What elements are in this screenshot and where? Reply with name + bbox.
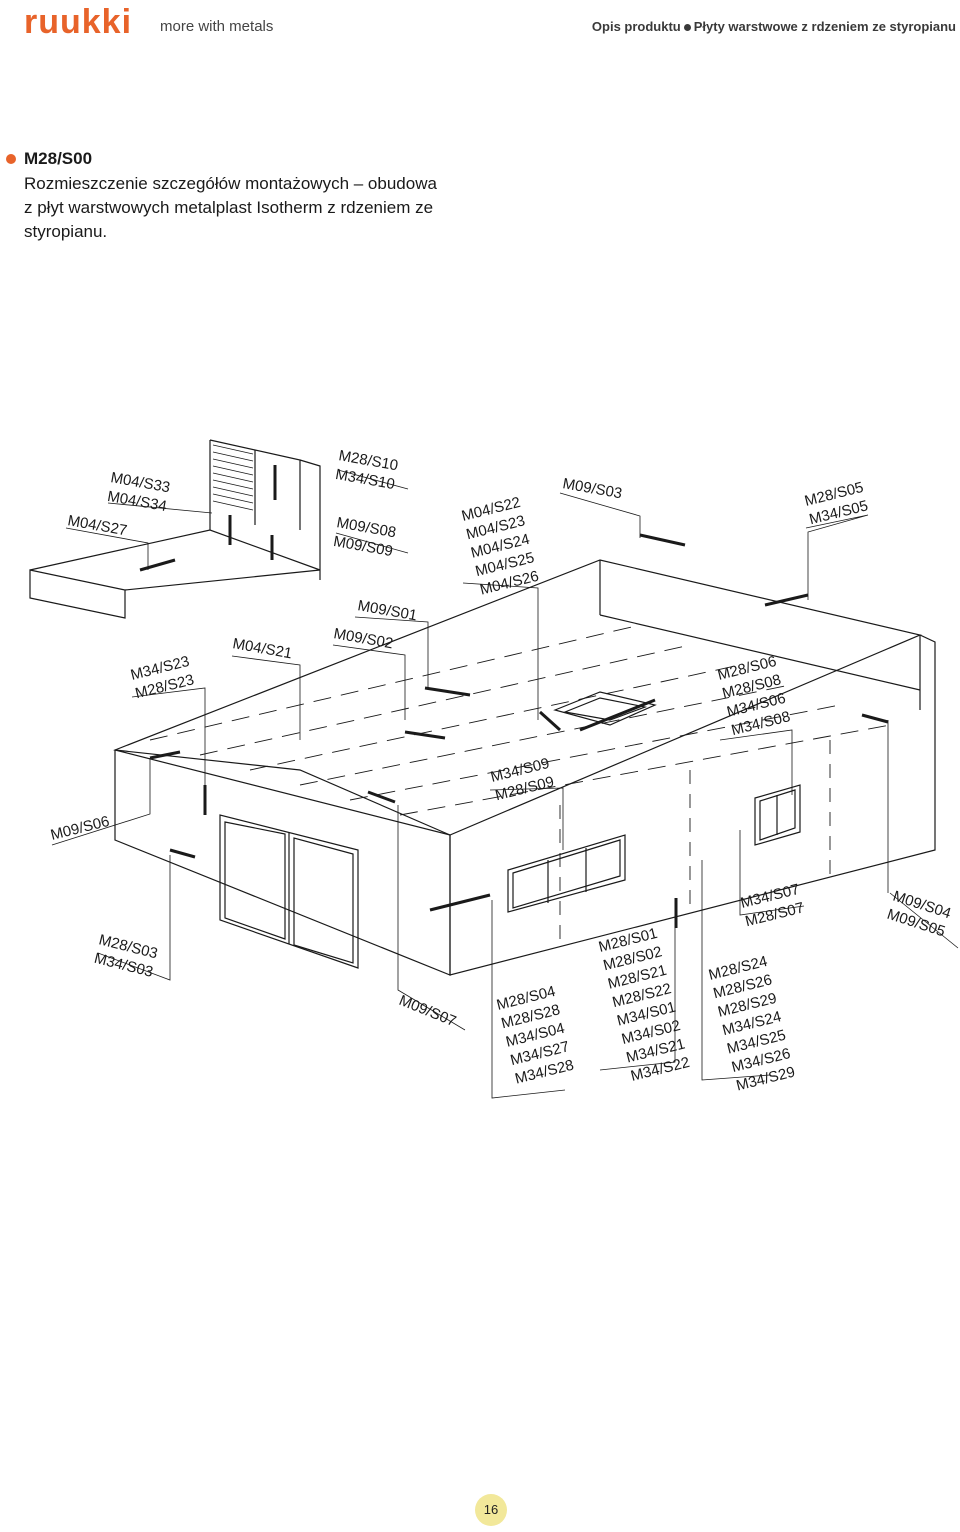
ruukki-logo: ruukki xyxy=(24,3,133,41)
label-m34-s07: M34/S07M28/S07 xyxy=(739,881,806,930)
label-m28-s01: M28/S01M28/S02M28/S21M28/S22M34/S01M34/S… xyxy=(597,925,692,1085)
label-m09-s08: M09/S08M09/S09 xyxy=(332,514,397,560)
section-description: Rozmieszczenie szczegółów montażowych – … xyxy=(24,172,484,244)
label-m34-s09: M34/S09M28/S09 xyxy=(489,755,556,804)
label-m28-s10: M28/S10M34/S10 xyxy=(334,447,399,493)
building-assembly-drawing: M04/S33M04/S34 M04/S27 M28/S10M34/S10 M0… xyxy=(29,439,959,1099)
tagline: more with metals xyxy=(160,18,274,35)
label-m28-s05: M28/S05M34/S05 xyxy=(803,479,870,528)
description-line: z płyt warstwowych metalplast Isotherm z… xyxy=(24,198,434,217)
label-m04-s22: M04/S22M04/S23M04/S24M04/S25M04/S26 xyxy=(460,494,541,599)
section-intro: M28/S00 Rozmieszczenie szczegółów montaż… xyxy=(6,148,484,244)
label-m28-s06: M28/S06M28/S08M34/S06M34/S08 xyxy=(716,653,792,739)
label-m28-s03: M28/S03M34/S03 xyxy=(92,931,159,980)
label-m04-s21: M04/S21 xyxy=(231,635,293,662)
header-breadcrumb: Opis produktu Płyty warstwowe z rdzeniem … xyxy=(592,19,956,34)
label-m09-s02: M09/S02 xyxy=(332,625,394,652)
label-m09-s01: M09/S01 xyxy=(356,597,418,624)
label-m34-s23: M34/S23M28/S23 xyxy=(129,653,196,702)
label-m09-s07: M09/S07 xyxy=(397,992,459,1030)
leader-lines xyxy=(51,469,959,1099)
breadcrumb-right: Płyty warstwowe z rdzeniem ze styropianu xyxy=(693,19,956,34)
page-header: ruukki more with metals Opis produktu Pły… xyxy=(0,0,960,50)
page-number: 16 xyxy=(475,1494,507,1526)
label-m04-s27: M04/S27 xyxy=(66,512,128,539)
detail-labels: M04/S33M04/S34 M04/S27 M28/S10M34/S10 M0… xyxy=(49,447,953,1094)
label-m09-s06: M09/S06 xyxy=(49,813,111,844)
detail-markers xyxy=(139,465,889,928)
label-m09-s03: M09/S03 xyxy=(561,475,623,502)
description-line: Rozmieszczenie szczegółów montażowych – … xyxy=(24,174,437,193)
description-line: styropianu. xyxy=(24,222,108,241)
section-code: M28/S00 xyxy=(24,149,93,168)
label-m09-s04: M09/S04M09/S05 xyxy=(885,888,953,941)
label-m28-s04: M28/S04M28/S28M34/S04M34/S27M34/S28 xyxy=(495,983,576,1088)
ventilation-grille xyxy=(212,444,254,511)
bullet-icon xyxy=(683,23,691,31)
label-m28-s24: M28/S24M28/S26M28/S29M34/S24M34/S25M34/S… xyxy=(707,953,797,1095)
building-outline xyxy=(29,439,936,976)
bullet-icon xyxy=(6,154,16,164)
label-m04-s33: M04/S33M04/S34 xyxy=(106,469,171,515)
breadcrumb-left: Opis produktu xyxy=(591,19,681,34)
